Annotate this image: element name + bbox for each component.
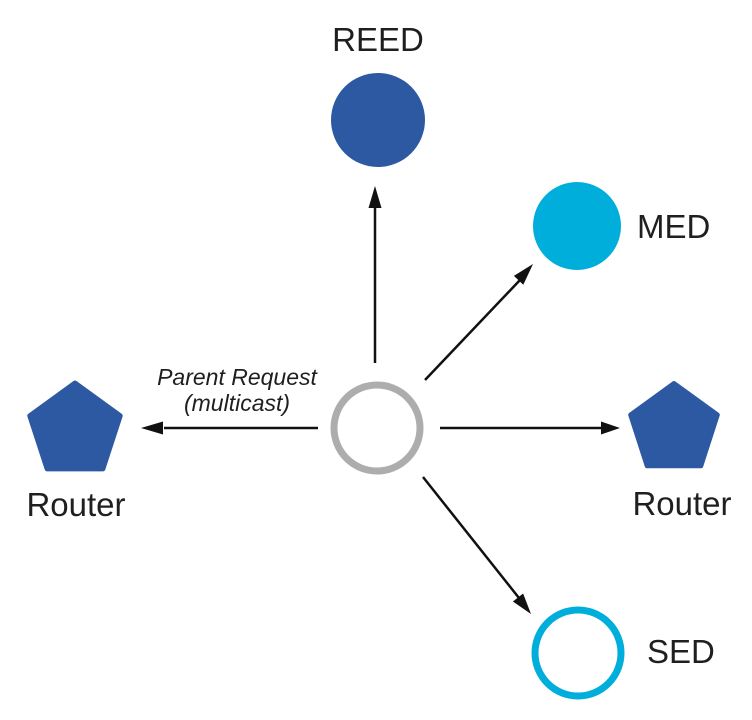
joiner-node	[330, 381, 424, 475]
med-node	[533, 182, 621, 270]
annotation-parent-request: Parent Request	[157, 364, 318, 390]
reed-node	[331, 73, 425, 167]
router-left-label: Router	[26, 486, 125, 523]
arrow-to-sed-head	[512, 593, 531, 614]
router-left-node	[27, 380, 123, 472]
sed-label: SED	[647, 633, 715, 670]
arrow-to-med	[424, 264, 533, 381]
arrow-to-router-right-head	[601, 421, 620, 435]
arrow-to-reed	[368, 186, 382, 363]
annotation-multicast: (multicast)	[184, 390, 290, 416]
sed-node	[531, 606, 625, 700]
arrow-to-med-line	[424, 279, 521, 381]
router-right-label: Router	[632, 485, 731, 522]
router-right-node	[628, 381, 720, 469]
arrow-to-reed-head	[368, 186, 382, 208]
arrow-to-sed-line	[422, 476, 520, 599]
arrow-to-router-left	[141, 421, 318, 435]
arrow-to-med-head	[513, 264, 533, 285]
arrow-to-router-right	[440, 421, 620, 435]
med-label: MED	[637, 208, 710, 245]
arrow-to-sed	[422, 476, 531, 614]
arrow-to-router-left-head	[141, 421, 163, 435]
reed-label: REED	[332, 21, 424, 58]
